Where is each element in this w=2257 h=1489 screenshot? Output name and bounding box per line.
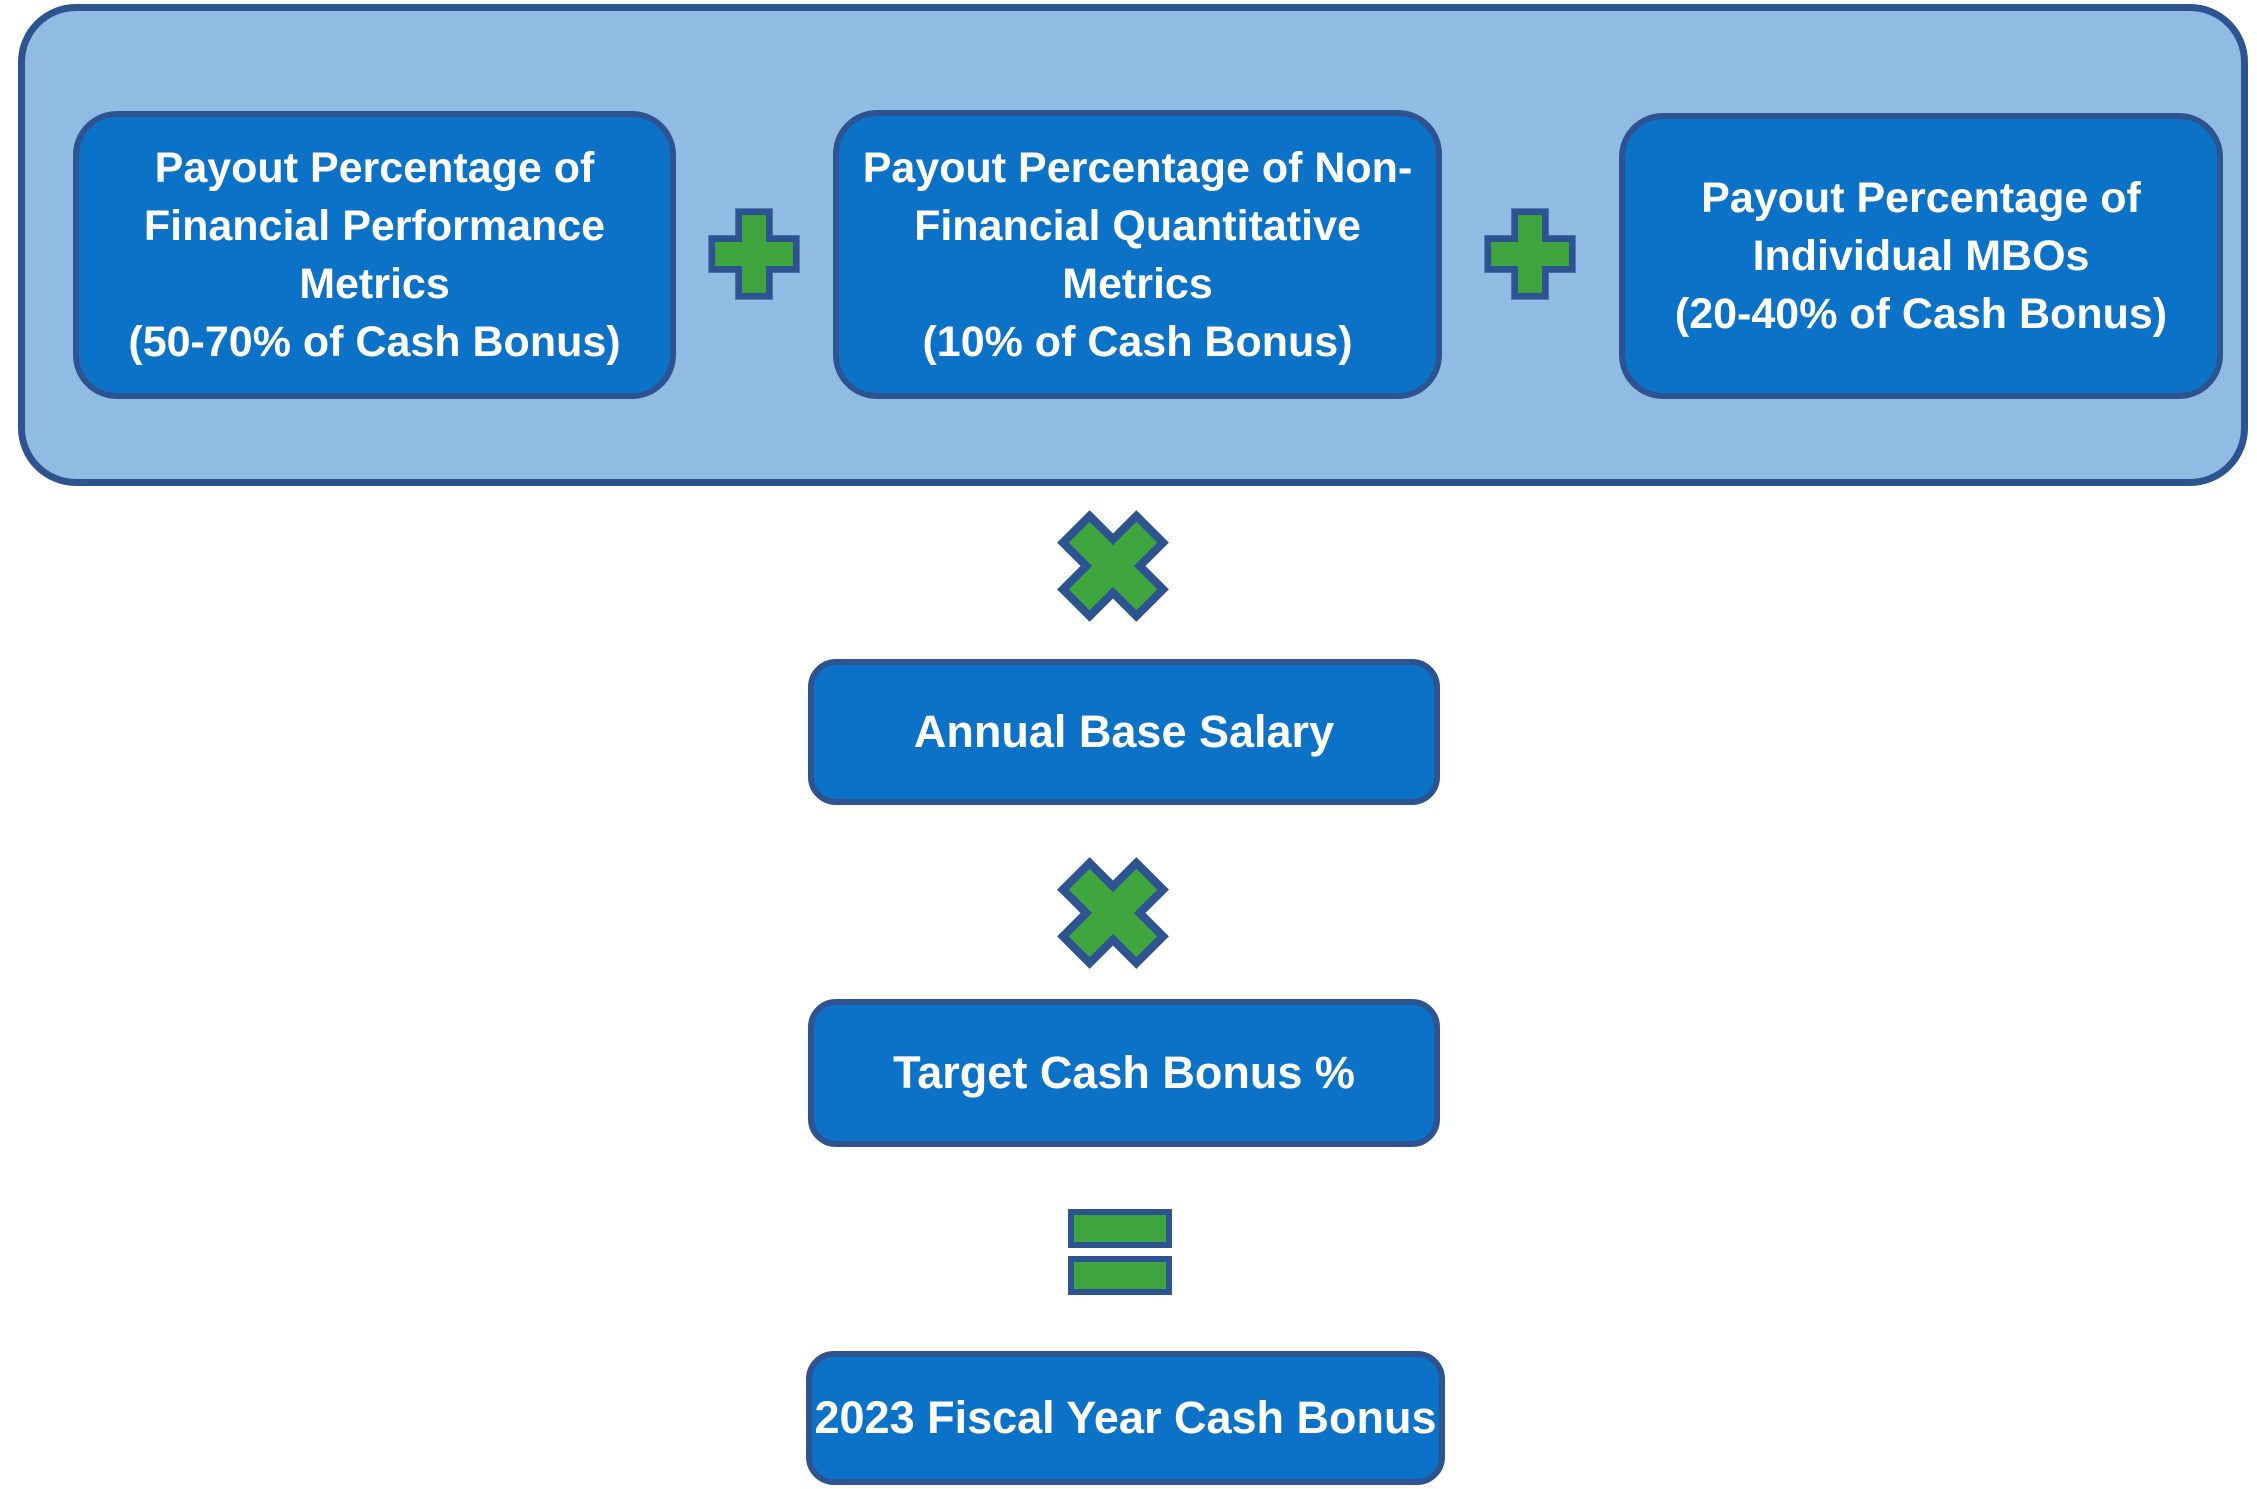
multiply-icon xyxy=(1057,510,1169,622)
box-text-line: Financial Quantitative xyxy=(914,201,1361,250)
box-text-line: Annual Base Salary xyxy=(913,706,1335,757)
box-text-line: Metrics xyxy=(1062,259,1213,308)
box-text-line: Financial Performance xyxy=(143,202,606,250)
plus-icon xyxy=(708,208,800,300)
box-text-line: 2023 Fiscal Year Cash Bonus xyxy=(814,1392,1437,1443)
individual-mbos-box: Payout Percentage of Individual MBOs (20… xyxy=(1619,113,2223,399)
box-text-line: Payout Percentage of xyxy=(1701,174,2141,222)
box-text-line: (10% of Cash Bonus) xyxy=(922,317,1353,366)
box-text-line: Payout Percentage of xyxy=(154,144,595,192)
box-text-line: Individual MBOs xyxy=(1752,232,2090,280)
payout-components-group: Payout Percentage of Financial Performan… xyxy=(18,4,2248,486)
fiscal-year-cash-bonus-box: 2023 Fiscal Year Cash Bonus xyxy=(806,1351,1445,1485)
box-text-line: (50-70% of Cash Bonus) xyxy=(128,318,621,366)
annual-base-salary-box: Annual Base Salary xyxy=(808,659,1440,805)
multiply-icon xyxy=(1057,857,1169,969)
plus-icon xyxy=(1484,208,1576,300)
target-cash-bonus-box: Target Cash Bonus % xyxy=(808,999,1440,1147)
box-text-line: (20-40% of Cash Bonus) xyxy=(1674,290,2168,338)
box-text-line: Target Cash Bonus % xyxy=(893,1047,1355,1098)
box-text-line: Metrics xyxy=(299,260,450,308)
financial-metrics-box: Payout Percentage of Financial Performan… xyxy=(73,111,676,399)
equals-icon xyxy=(1068,1209,1172,1295)
box-text-line: Payout Percentage of Non- xyxy=(862,143,1413,192)
nonfinancial-metrics-box: Payout Percentage of Non- Financial Quan… xyxy=(833,110,1442,399)
